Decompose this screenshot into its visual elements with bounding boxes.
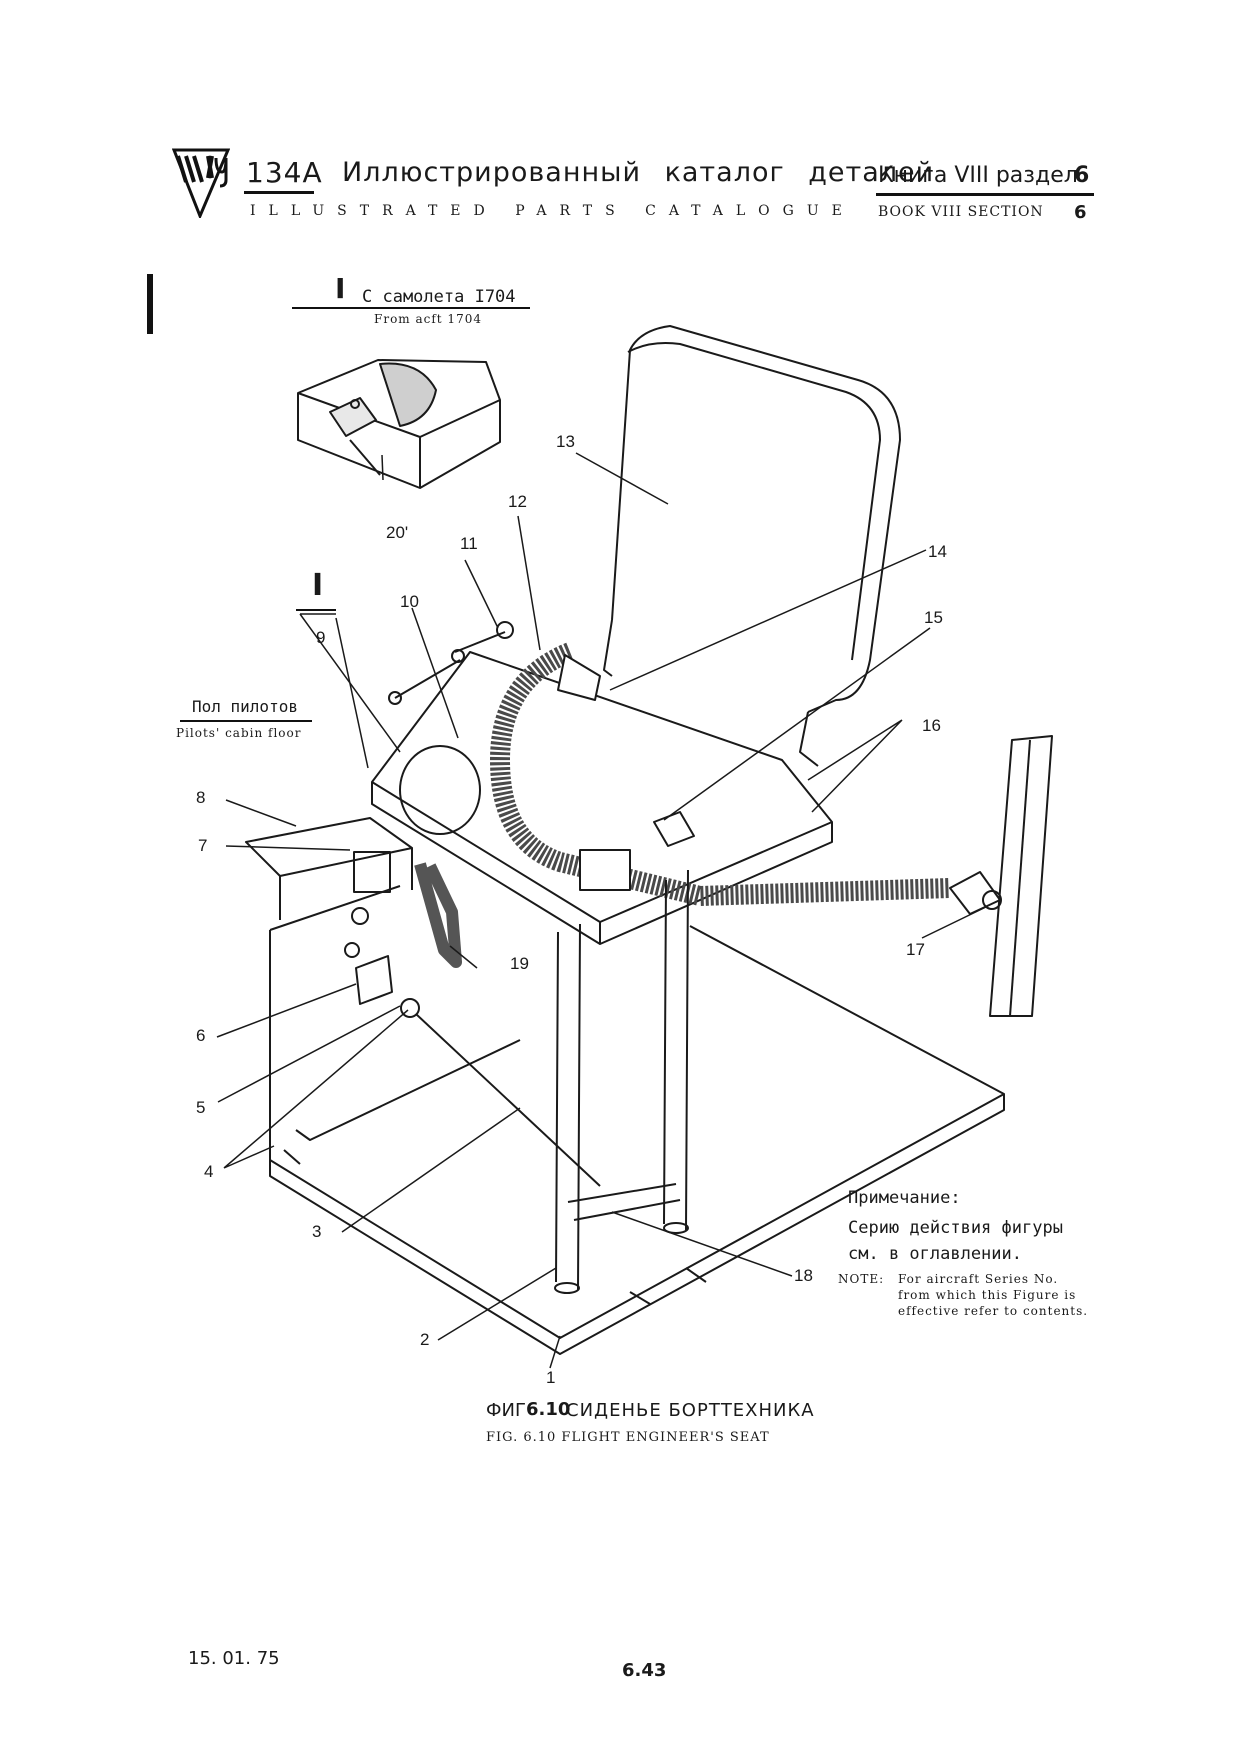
- book-number-ru: 6: [1074, 163, 1090, 188]
- callout-5: 5: [196, 1098, 206, 1117]
- inset-marker: I: [335, 272, 346, 305]
- callout-6: 6: [196, 1026, 206, 1045]
- cabin-floor-panel-drawing: [245, 817, 462, 968]
- caption-en: FIG. 6.10 FLIGHT ENGINEER'S SEAT: [486, 1430, 770, 1445]
- manufacturer-logo: [172, 148, 230, 218]
- page-number: 6.43: [622, 1660, 667, 1681]
- fittings-drawing: [295, 907, 601, 1187]
- callout-2: 2: [420, 1330, 430, 1349]
- catalog-title-en: ILLUSTRATED PARTS CATALOGUE: [250, 203, 855, 219]
- bulkhead-bracket-drawing: [982, 735, 1053, 1017]
- caption-number-ru: 6.10: [526, 1399, 571, 1420]
- revision-bar: [147, 274, 153, 334]
- backrest-drawing: [603, 325, 901, 767]
- book-label-ru: Книга VIII раздел: [878, 163, 1078, 188]
- book-label-en: BOOK VIII SECTION: [878, 204, 1044, 220]
- seat-pan-drawing: [371, 651, 833, 945]
- callout-18: 18: [794, 1266, 813, 1285]
- floor-plate-drawing: [269, 925, 1005, 1355]
- note-title-ru: Примечание:: [848, 1188, 961, 1208]
- inset-detail-drawing: [297, 359, 501, 489]
- note-line2-ru: см. в оглавлении.: [848, 1244, 1022, 1264]
- callout-14: 14: [928, 542, 947, 561]
- marker-underline: [296, 609, 336, 611]
- seat-legs-drawing: [554, 869, 689, 1294]
- callout-19: 19: [510, 954, 529, 973]
- callout-15: 15: [924, 608, 943, 627]
- callout-8: 8: [196, 788, 206, 807]
- seat-belt-drawing: [490, 642, 1001, 915]
- callout-3: 3: [312, 1222, 322, 1241]
- callout-10: 10: [400, 592, 419, 611]
- callout-7: 7: [198, 836, 208, 855]
- model-number: 134A: [246, 156, 323, 189]
- hinge-pins-drawing: [388, 621, 514, 705]
- callout-1: 1: [546, 1368, 556, 1387]
- callout-9: 9: [316, 628, 326, 647]
- book-number-en: 6: [1074, 202, 1087, 223]
- inset-label-en: From acft 1704: [374, 312, 482, 326]
- callout-marker-main: I: [312, 568, 324, 603]
- inset-underline: [292, 307, 530, 309]
- floor-underline: [180, 720, 312, 722]
- note-line1-ru: Серию действия фигуры: [848, 1218, 1063, 1238]
- callout-11: 11: [460, 534, 478, 553]
- model-underline: [244, 191, 314, 194]
- floor-label-ru: Пол пилотов: [192, 697, 298, 716]
- caption-title-ru: СИДЕНЬЕ БОРТТЕХНИКА: [566, 1400, 815, 1421]
- callout-20: 20': [386, 523, 409, 542]
- footer-date: 15. 01. 75: [188, 1648, 280, 1669]
- note-line1-en: For aircraft Series No.: [898, 1272, 1059, 1286]
- callout-4: 4: [204, 1162, 214, 1181]
- floor-label-en: Pilots' cabin floor: [176, 726, 302, 740]
- caption-prefix-ru: ФИГ: [486, 1400, 526, 1421]
- note-label-en: NOTE:: [838, 1272, 885, 1286]
- buckle-drawing: [653, 811, 695, 847]
- note-line2-en: from which this Figure is: [898, 1288, 1077, 1302]
- catalog-title-ru: Иллюстрированный каталог деталей: [342, 157, 935, 188]
- callout-17: 17: [906, 940, 925, 959]
- inset-label-ru: С самолета I704: [362, 287, 516, 307]
- seat-cover-disc: [399, 745, 481, 835]
- note-line3-en: effective refer to contents.: [898, 1304, 1089, 1318]
- callout-12: 12: [508, 492, 527, 511]
- book-underline: [876, 193, 1094, 196]
- callout-16: 16: [922, 716, 941, 735]
- callout-13: 13: [556, 432, 575, 451]
